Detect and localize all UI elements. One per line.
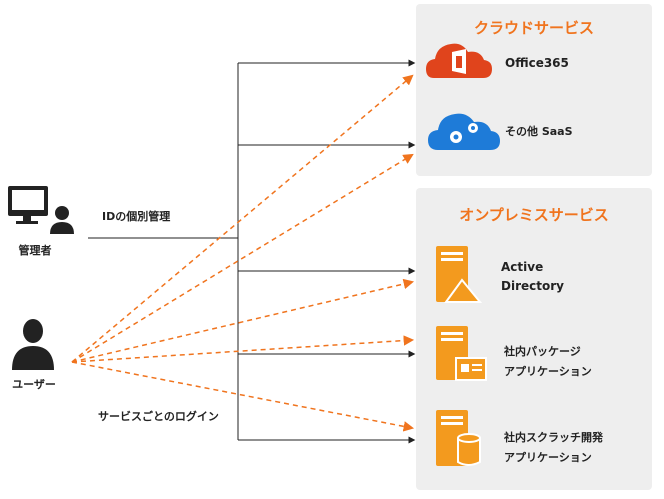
saas-gear-cloud-icon (428, 113, 500, 150)
admin-label: 管理者 (18, 244, 52, 257)
user-person-icon (12, 319, 54, 370)
user-flow-label: サービスごとのログイン (98, 410, 219, 423)
package-app-label-line1: 社内パッケージ (504, 345, 581, 358)
cloud-services-title: クラウドサービス (473, 19, 594, 37)
onprem-services-title: オンプレミスサービス (459, 206, 609, 224)
package-app-server-icon (436, 326, 487, 381)
saas-label: その他 SaaS (505, 125, 573, 138)
active-directory-label-line2: Directory (501, 279, 564, 293)
admin-management-lines (88, 59, 416, 444)
scratch-app-label-line2: アプリケーション (504, 451, 592, 464)
package-app-label-line2: アプリケーション (504, 365, 592, 378)
package-app-label: 社内パッケージ アプリケーション (504, 342, 592, 382)
active-directory-server-icon (436, 246, 483, 303)
user-login-lines (71, 74, 415, 432)
admin-pc-person-icon (8, 186, 74, 234)
office365-cloud-icon (426, 43, 492, 78)
scratch-dev-server-icon (436, 410, 481, 466)
user-label: ユーザー (12, 378, 56, 391)
active-directory-label-line1: Active (501, 260, 544, 274)
office365-label: Office365 (505, 56, 569, 70)
active-directory-label: Active Directory (501, 258, 564, 296)
admin-flow-label: IDの個別管理 (102, 210, 171, 223)
scratch-app-label-line1: 社内スクラッチ開発 (504, 431, 603, 444)
scratch-app-label: 社内スクラッチ開発 アプリケーション (504, 428, 603, 468)
